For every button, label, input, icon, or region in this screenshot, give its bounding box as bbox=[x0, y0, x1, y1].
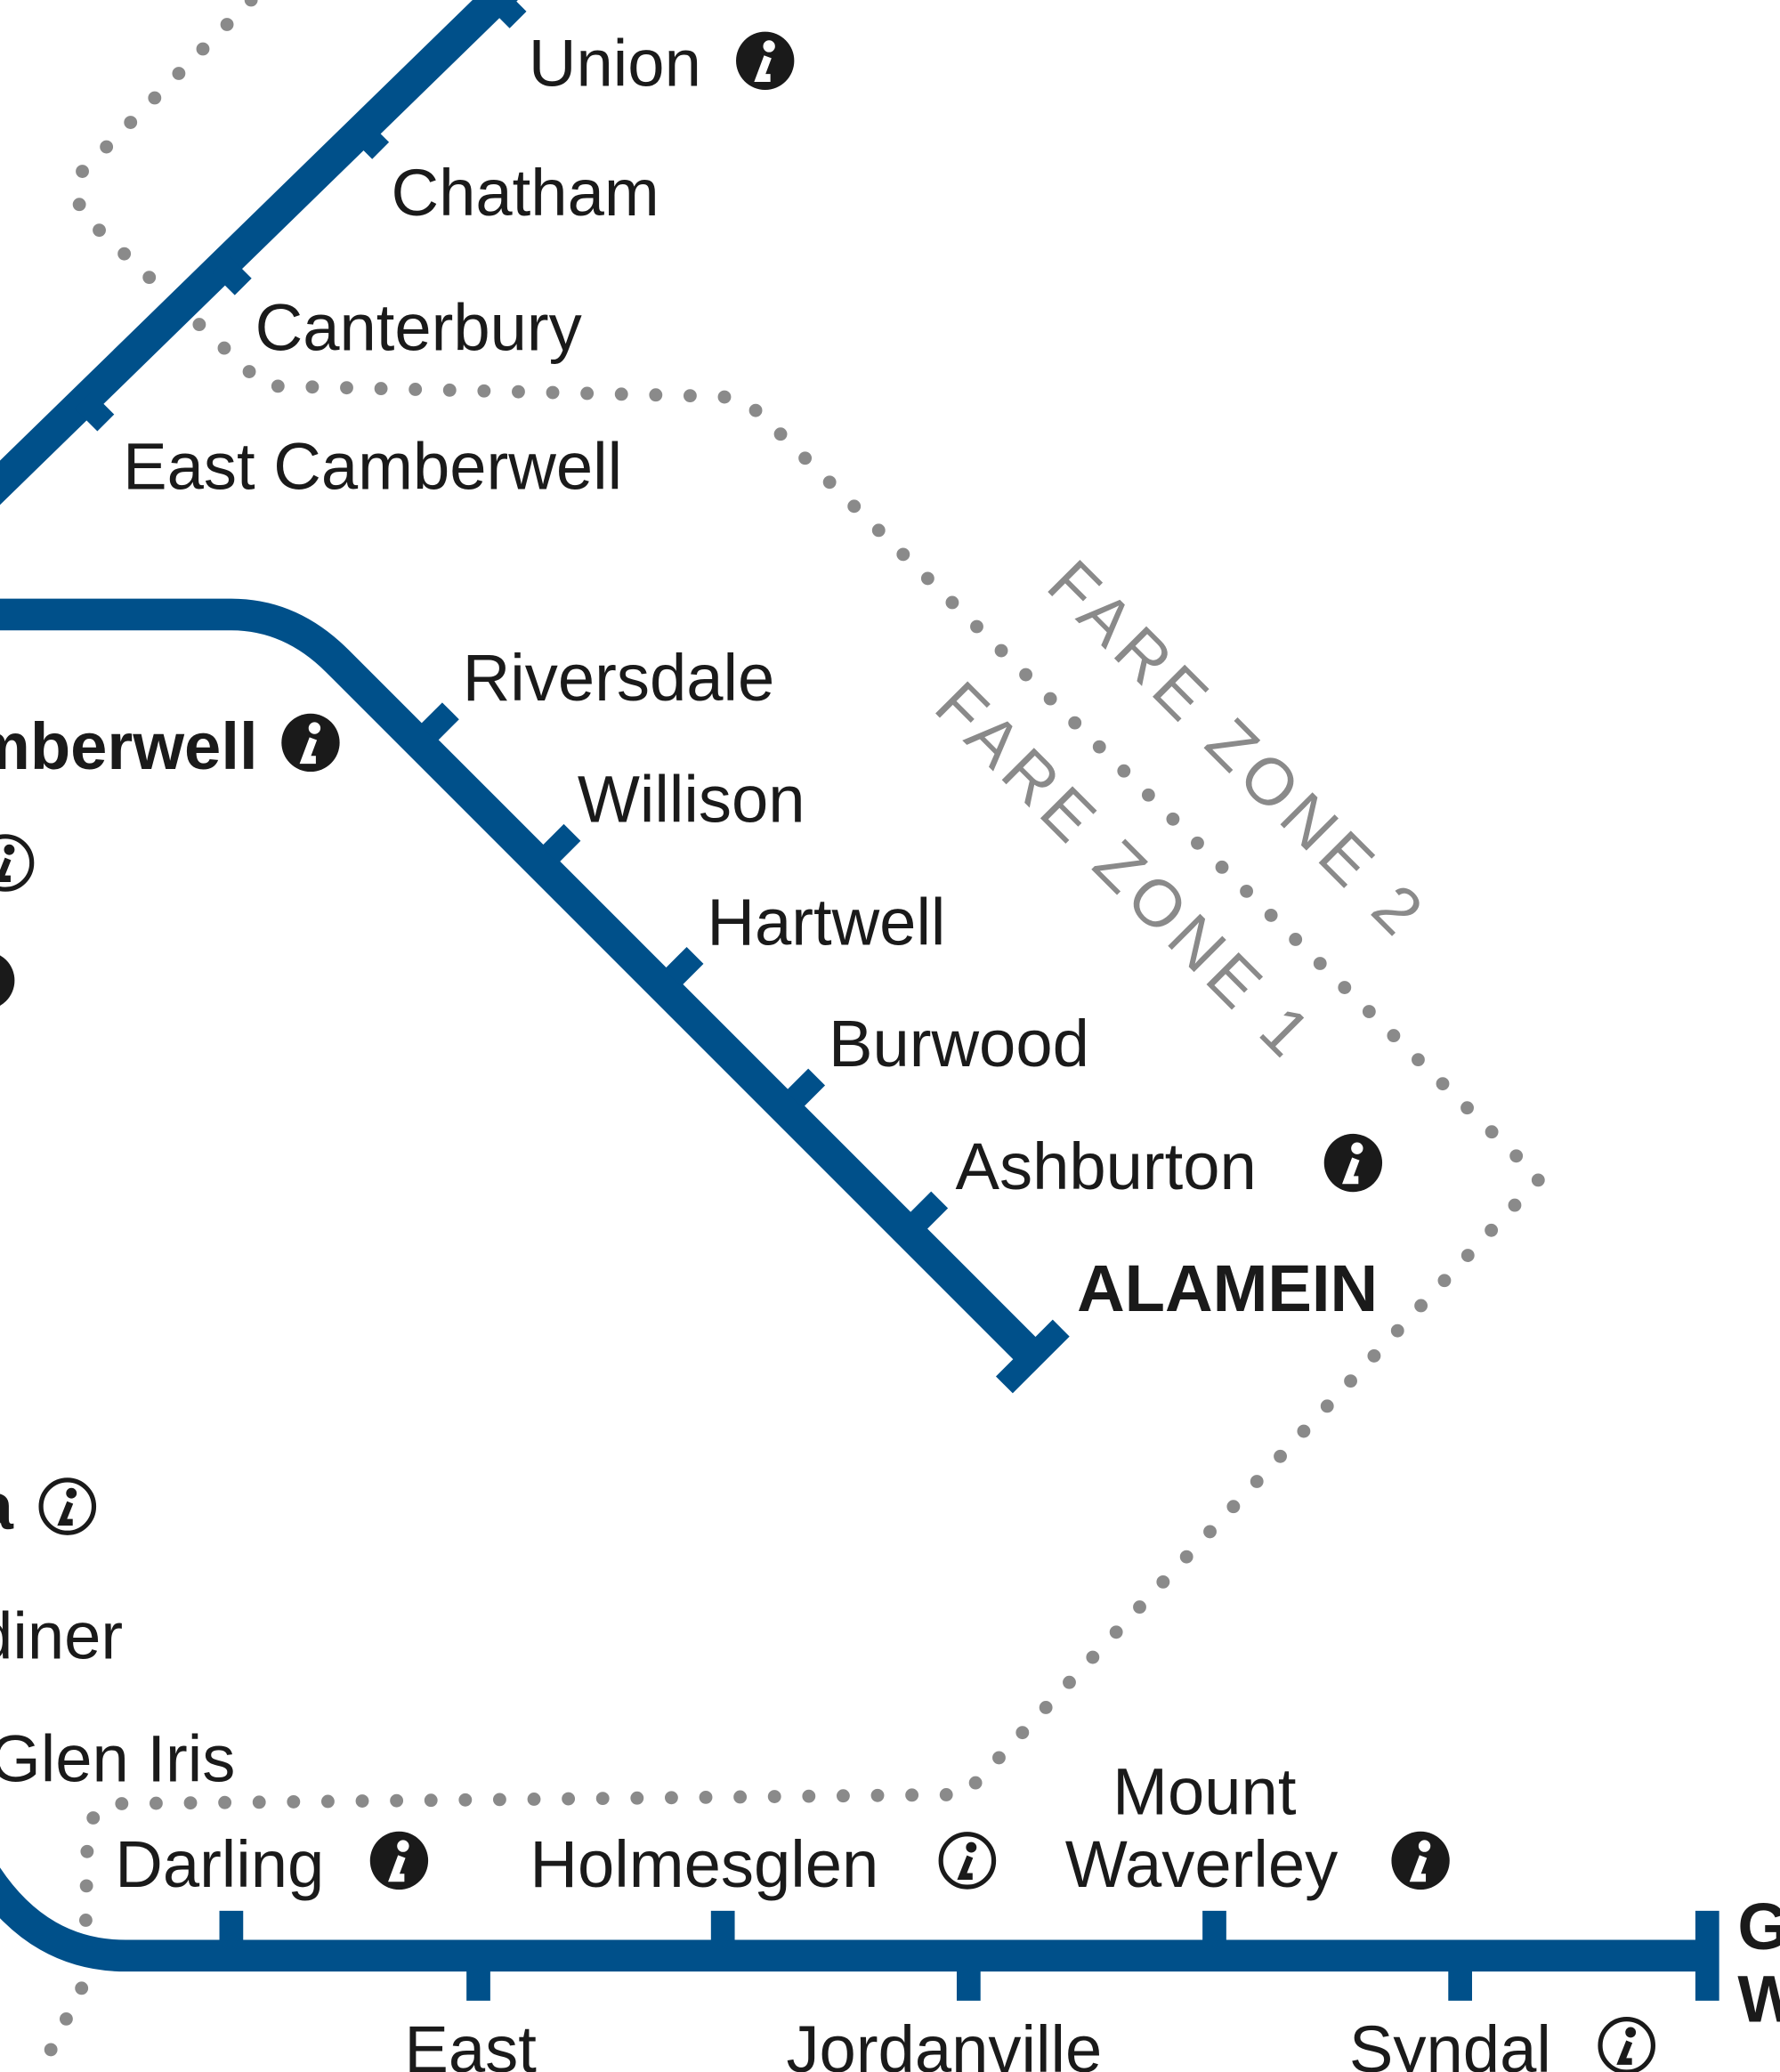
station-ashburton[interactable]: Ashburton bbox=[955, 1129, 1256, 1203]
alamein-line bbox=[0, 598, 1070, 1394]
station-burwood[interactable]: Burwood bbox=[829, 1007, 1089, 1081]
fare-zone-boundary bbox=[33, 0, 1549, 2072]
station-mount-waverley-line2[interactable]: Waverley bbox=[1065, 1827, 1339, 1901]
station-tooronga[interactable]: Tooronga bbox=[0, 1469, 14, 1543]
station-union[interactable]: Union bbox=[529, 27, 701, 101]
info-icon[interactable] bbox=[0, 951, 14, 1009]
station-gardiner[interactable]: Gardiner bbox=[0, 1599, 123, 1672]
station-camberwell[interactable]: Camberwell bbox=[0, 709, 258, 783]
info-icon[interactable] bbox=[1600, 2019, 1653, 2072]
info-icon[interactable] bbox=[941, 1834, 993, 1887]
station-glen-waverley-line1[interactable]: Glen bbox=[1737, 1890, 1780, 1963]
station-jordanville[interactable]: Jordanville bbox=[786, 2012, 1102, 2072]
station-alamein[interactable]: ALAMEIN bbox=[1077, 1251, 1378, 1325]
info-icon[interactable] bbox=[736, 32, 794, 90]
info-icon[interactable] bbox=[1324, 1134, 1382, 1192]
station-glen-waverley-line2[interactable]: Waverley bbox=[1737, 1963, 1780, 2036]
glen-waverley-line bbox=[0, 1867, 1719, 2001]
info-icon[interactable] bbox=[41, 1480, 93, 1533]
station-canterbury[interactable]: Canterbury bbox=[255, 290, 582, 364]
info-icon[interactable] bbox=[281, 714, 339, 772]
station-willison[interactable]: Willison bbox=[578, 762, 805, 836]
station-darling[interactable]: Darling bbox=[115, 1827, 324, 1901]
station-syndal[interactable]: Syndal bbox=[1349, 2012, 1551, 2072]
station-riversdale[interactable]: Riversdale bbox=[463, 641, 775, 715]
station-mount-waverley-line1[interactable]: Mount bbox=[1112, 1754, 1297, 1828]
info-icon[interactable] bbox=[370, 1832, 428, 1890]
station-chatham[interactable]: Chatham bbox=[392, 156, 659, 230]
station-east[interactable]: East bbox=[404, 2012, 537, 2072]
station-glen-iris[interactable]: Glen Iris bbox=[0, 1721, 235, 1795]
info-icon[interactable] bbox=[1391, 1832, 1449, 1890]
station-holmesglen[interactable]: Holmesglen bbox=[530, 1827, 878, 1901]
top-line bbox=[0, 0, 527, 506]
station-east-camberwell[interactable]: East Camberwell bbox=[123, 429, 622, 503]
info-icon[interactable] bbox=[0, 837, 32, 889]
station-hartwell[interactable]: Hartwell bbox=[707, 886, 945, 959]
